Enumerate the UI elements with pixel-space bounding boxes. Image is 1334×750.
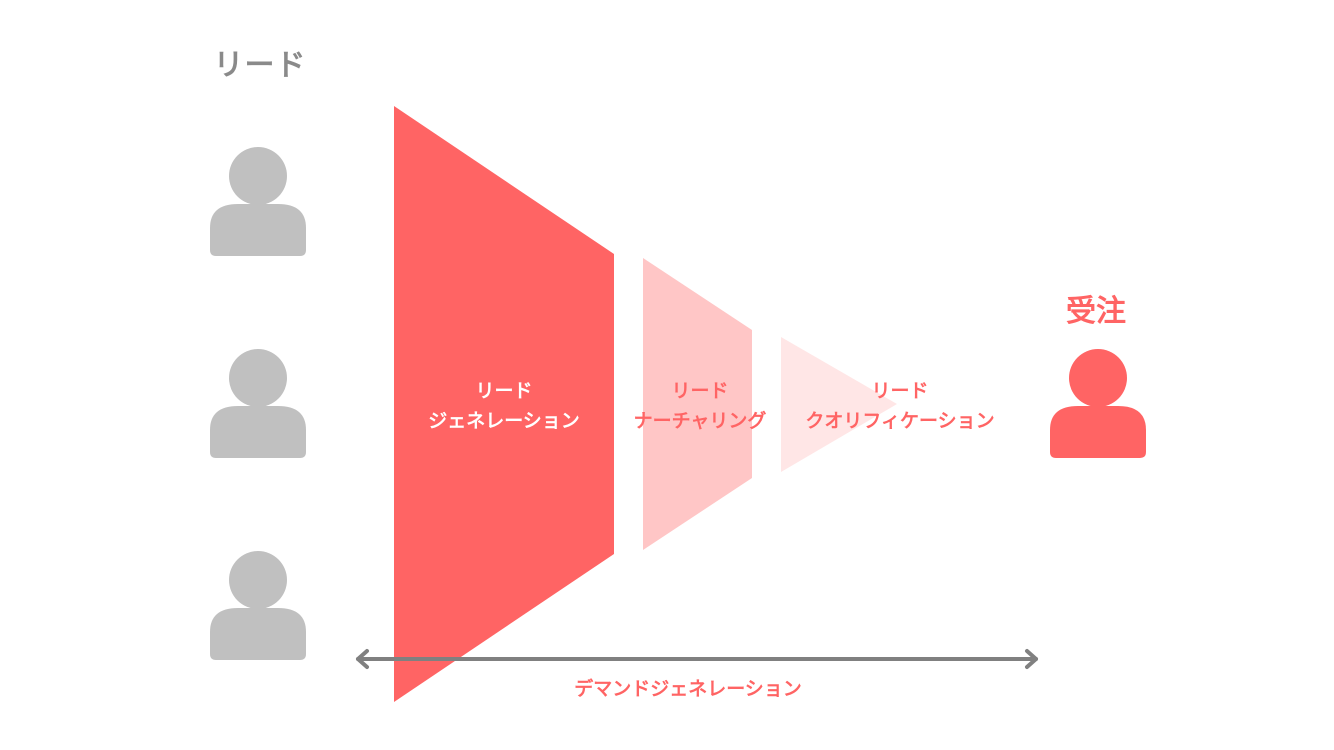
stage-lead-nurturing-label: リード ナーチャリング bbox=[600, 376, 800, 436]
order-person-icon bbox=[1050, 349, 1146, 458]
lead-person-icon-2 bbox=[210, 349, 306, 458]
stage-lead-qualification-line1: リード bbox=[871, 380, 929, 402]
stage-lead-qualification-label: リード クオリフィケーション bbox=[780, 376, 1020, 436]
stage-lead-nurturing-line2: ナーチャリング bbox=[633, 410, 767, 432]
order-title: 受注 bbox=[1066, 294, 1126, 329]
stage-lead-qualification-line2: クオリフィケーション bbox=[805, 410, 995, 432]
stage-lead-nurturing-line1: リード bbox=[671, 380, 729, 402]
stage-lead-generation-label: リード ジェネレーション bbox=[394, 376, 614, 436]
demand-generation-arrow bbox=[356, 649, 1038, 669]
stage-lead-generation-line2: ジェネレーション bbox=[428, 410, 580, 432]
demand-generation-label: デマンドジェネレーション bbox=[574, 678, 802, 700]
stage-lead-generation-line1: リード bbox=[475, 380, 533, 402]
stage-lead-qualification-shape bbox=[781, 337, 897, 472]
lead-person-icon-1 bbox=[210, 147, 306, 256]
stage-lead-nurturing-shape bbox=[643, 258, 752, 550]
stage-lead-generation-shape bbox=[394, 106, 614, 702]
leads-title: リード bbox=[213, 48, 307, 83]
lead-person-icon-3 bbox=[210, 551, 306, 660]
